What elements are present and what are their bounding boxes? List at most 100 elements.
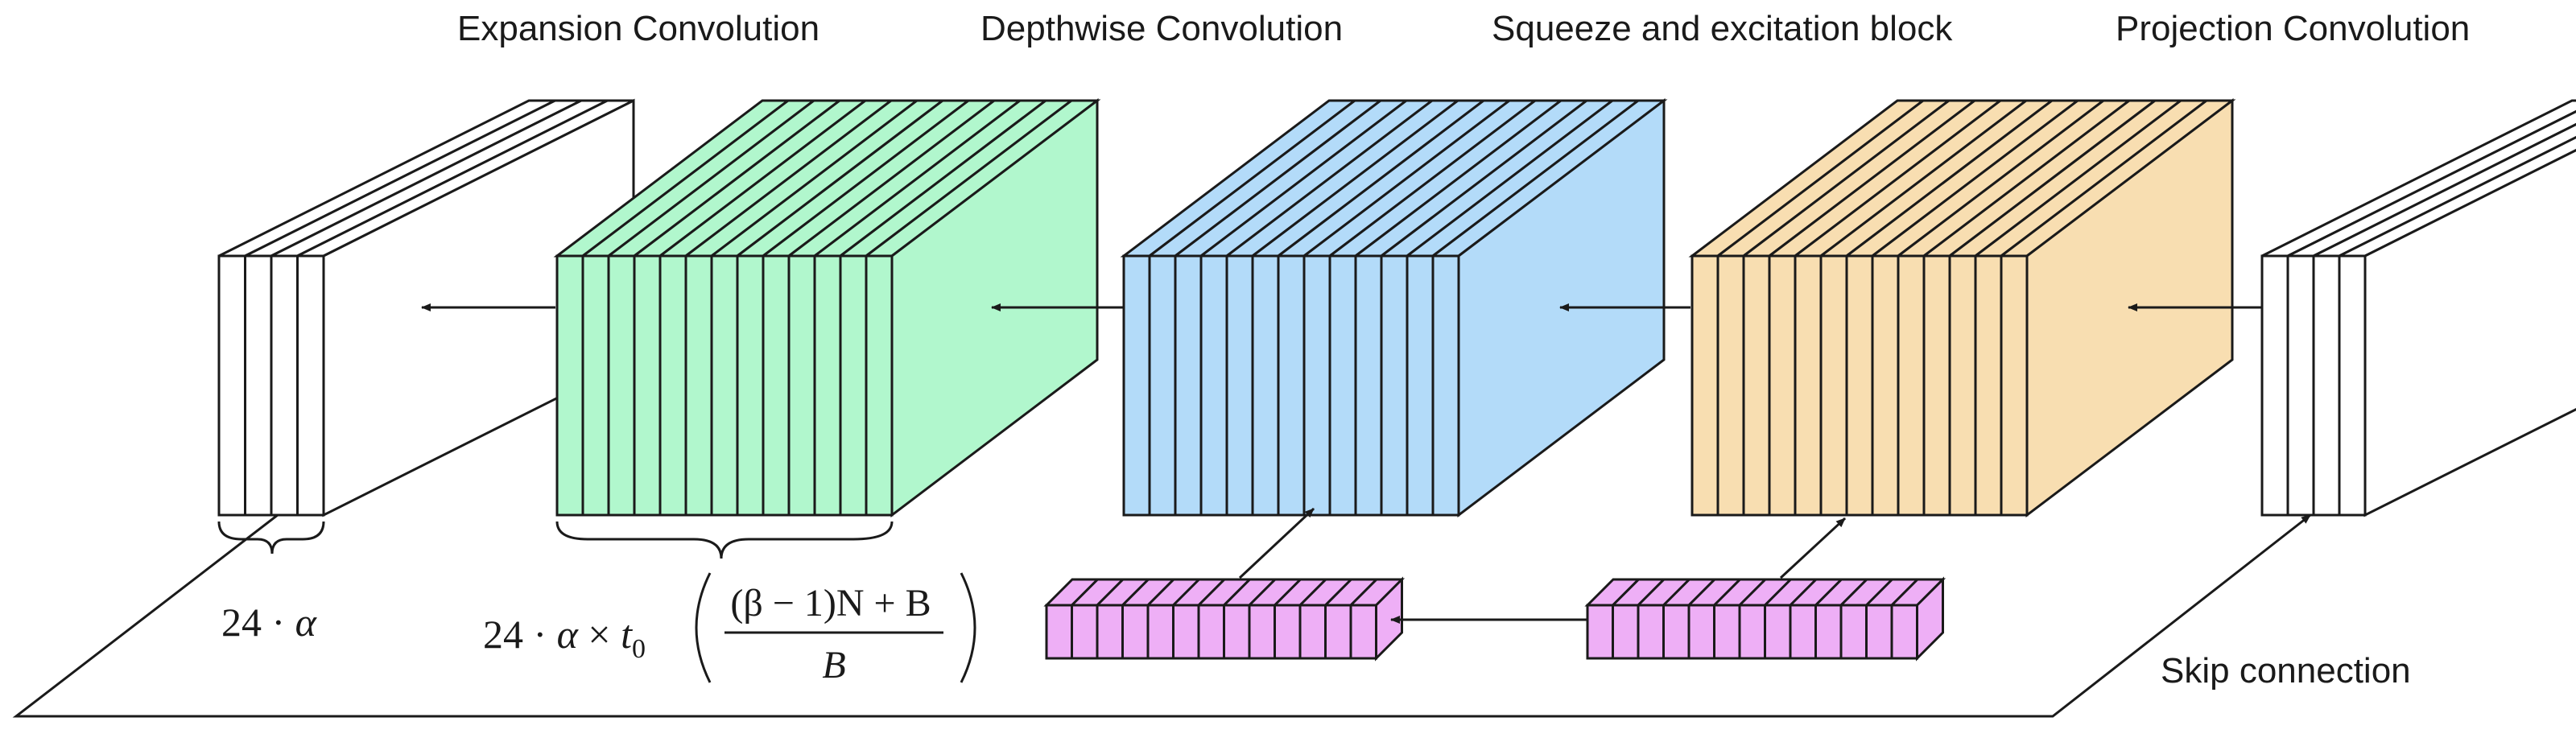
expansion-feature-block-slice-front [710,254,739,517]
se-squeeze-vector-slice-front [1197,604,1225,660]
input-feature-block-slice-front [244,254,273,517]
se-excitation-vector-slice-front [1662,604,1690,660]
se-squeeze-vector-slice-front [1223,604,1251,660]
left-paren [695,572,712,683]
squeeze-feature-block-slice-front [1897,254,1926,517]
expansion-feature-block-slice-front [736,254,765,517]
se-excitation-vector-slice-front [1612,604,1640,660]
expansion-channel-brace [555,521,894,559]
se-excitation-vector-slice-front [1814,604,1843,660]
expansion-feature-block-slice-front [839,254,868,517]
depthwise-feature-block-slice-front [1148,254,1177,517]
right-paren [960,572,976,683]
se-excitation-vector-slice-front [1687,604,1715,660]
se-squeeze-vector-slice-front [1146,604,1174,660]
output-feature-block [2260,99,2576,517]
squeeze-feature-block-slice-front [1768,254,1797,517]
se-excitation-vector-slice-front [1865,604,1893,660]
fraction-numerator: (β − 1)N + B [730,582,931,625]
depthwise-feature-block-slice-front [1225,254,1254,517]
depthwise-feature-block-slice-front [1431,254,1460,517]
input-feature-block-slice-front [296,254,325,517]
squeeze-feature-block [1688,97,2236,518]
output-feature-block-slice-front [2338,254,2367,517]
input-feature-block-slice-front [270,254,299,517]
arrow-se-vector-to-squeeze [1779,517,1847,579]
block-connections [421,303,2262,624]
depthwise-convolution-label: Depthwise Convolution [980,9,1343,48]
squeeze-feature-block-slice-front [2000,254,2029,517]
input-feature-block [217,98,635,517]
expansion-feature-block-slice-front [607,254,636,517]
se-squeeze-vector-slice-front [1071,604,1099,660]
input-channel-brace [217,521,325,555]
expansion-feature-block-slice-front [813,254,842,517]
skip-connection [12,510,2311,718]
blocks-group [217,97,2576,662]
input-channels-formula: 24 · α [221,600,318,645]
expanded-channels-prefix: 24 · α × t0 [483,612,646,664]
expansion-feature-block-slice-front [581,254,610,517]
expansion-feature-block-slice-front [787,254,816,517]
se-excitation-vector-slice-front [1637,604,1665,660]
depthwise-feature-block-slice-front [1277,254,1306,517]
depthwise-feature-block-slice-front [1380,254,1409,517]
se-excitation-vector [1584,576,1946,662]
squeeze-feature-block-slice-front [1690,254,1719,517]
expansion-feature-block-slice-front [865,254,894,517]
output-feature-block-side-face [2363,148,2576,517]
depthwise-feature-block-slice-front [1354,254,1383,517]
output-feature-block-slice-front [2260,254,2289,517]
se-excitation-vector-slice-front [1890,604,1918,660]
depthwise-feature-block [1120,97,1668,518]
se-squeeze-vector-slice-front [1274,604,1302,660]
squeeze-feature-block-slice-front [1845,254,1874,517]
expansion-convolution-label: Expansion Convolution [457,9,819,48]
squeeze-excitation-label: Squeeze and excitation block [1492,9,1953,48]
expansion-feature-block-slice-front [633,254,662,517]
depthwise-feature-block-slice-front [1199,254,1228,517]
se-squeeze-vector-slice-front [1172,604,1200,660]
squeeze-feature-block-slice-front [1819,254,1848,517]
fraction-denominator: B [822,644,845,686]
expanded-channels-formula: 24 · α × t0 (β − 1)N + B B [483,572,976,686]
skip-connection-line [12,510,2311,718]
se-squeeze-vector-slice-front [1324,604,1352,660]
expansion-feature-block-slice-front [762,254,791,517]
se-squeeze-vector-slice-front [1248,604,1276,660]
se-excitation-vector-slice-front [1713,604,1741,660]
depthwise-feature-block-slice-front [1302,254,1331,517]
se-squeeze-vector-side-face [1375,576,1403,662]
expansion-feature-block-slice-front [684,254,713,517]
expansion-feature-block-slice-front [555,254,584,517]
se-excitation-vector-side-face [1916,576,1944,662]
squeeze-feature-block-slice-front [1716,254,1745,517]
se-squeeze-vector-slice-front [1096,604,1124,660]
braces [217,521,894,559]
se-squeeze-vector-slice-front [1045,604,1073,660]
se-excitation-vector-slice-front [1839,604,1868,660]
input-feature-block-slice-front [217,254,246,517]
se-squeeze-vector-slice-front [1121,604,1150,660]
squeeze-feature-block-slice-front [1742,254,1771,517]
output-feature-block-slice-front [2286,254,2315,517]
se-excitation-vector-slice-front [1764,604,1792,660]
expansion-feature-block-slice-front [658,254,687,517]
depthwise-feature-block-slice-front [1251,254,1280,517]
expansion-feature-block [553,97,1101,518]
output-feature-block-slice-front [2312,254,2341,517]
se-excitation-vector-slice-front [1789,604,1817,660]
se-squeeze-vector-slice-front [1298,604,1327,660]
se-squeeze-vector-slice-front [1349,604,1377,660]
depthwise-feature-block-slice-front [1406,254,1435,517]
depthwise-feature-block-slice-front [1174,254,1203,517]
projection-convolution-label: Projection Convolution [2116,9,2470,48]
arrow-depthwise-to-se-vector [1238,507,1315,579]
squeeze-feature-block-slice-front [1922,254,1951,517]
se-excitation-vector-slice-front [1586,604,1614,660]
skip-connection-label: Skip connection [2161,651,2411,691]
se-squeeze-vector [1043,576,1406,662]
squeeze-feature-block-slice-front [1974,254,2003,517]
